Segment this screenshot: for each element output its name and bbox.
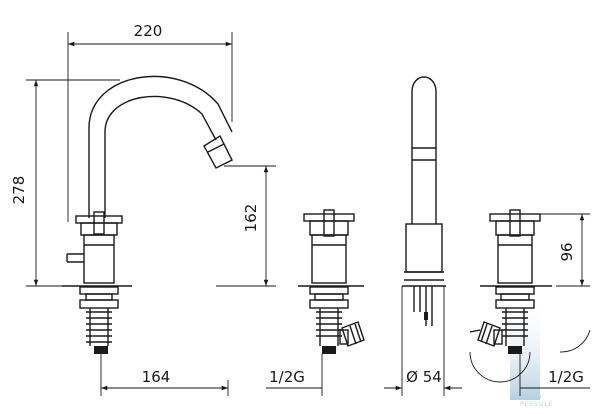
dimension-thread-left: 1/2G <box>266 354 323 396</box>
dimension-label-diameter: Ø 54 <box>406 368 442 386</box>
left-valve-handle <box>303 213 355 222</box>
spout-thread <box>86 308 112 346</box>
spout-side-body <box>405 223 443 273</box>
watermark-arc <box>469 351 531 383</box>
dimension-spout-width: 220 <box>67 22 233 222</box>
watermark-brand: rannu <box>520 393 543 400</box>
dimension-label-outlet-height: 162 <box>242 204 260 233</box>
watermark-arc-right <box>559 329 591 353</box>
dimension-label-thread-left: 1/2G <box>269 368 305 386</box>
right-valve-connector <box>469 321 503 347</box>
spout-outer-curve <box>88 75 233 218</box>
spout-body <box>83 234 115 284</box>
left-valve-connector <box>339 321 365 347</box>
right-valve-handle <box>489 213 541 222</box>
dimension-label-thread-right: 1/2G <box>548 368 584 386</box>
spout-side-column <box>411 76 437 224</box>
dimension-thread-right: 1/2G <box>519 354 590 396</box>
spout-handle-top <box>75 215 123 224</box>
dimension-total-height: 278 <box>10 79 120 287</box>
dimension-outlet-height: 162 <box>216 165 276 287</box>
dimension-valve-height: 96 <box>520 213 590 287</box>
dimension-diameter: Ø 54 <box>384 286 462 396</box>
left-valve-body <box>311 234 347 284</box>
spout-inner-curve <box>104 95 217 218</box>
spout-nozzle <box>203 134 233 169</box>
dimension-label-total-height: 278 <box>10 176 28 205</box>
right-valve-body <box>497 234 533 284</box>
dimension-label-valve-height: 96 <box>558 242 576 261</box>
dimension-label-centre-distance: 164 <box>142 368 171 386</box>
right-valve-front <box>469 209 541 354</box>
watermark-tagline: PESSULE <box>520 401 554 408</box>
dimension-centre-distance: 164 <box>100 354 229 396</box>
watermark-logo: rannu PESSULE <box>469 296 591 408</box>
spout-side-view <box>402 76 446 326</box>
spout-assembly-front <box>66 75 233 354</box>
dimension-label-spout-width: 220 <box>134 22 163 40</box>
left-valve-front <box>303 209 365 354</box>
